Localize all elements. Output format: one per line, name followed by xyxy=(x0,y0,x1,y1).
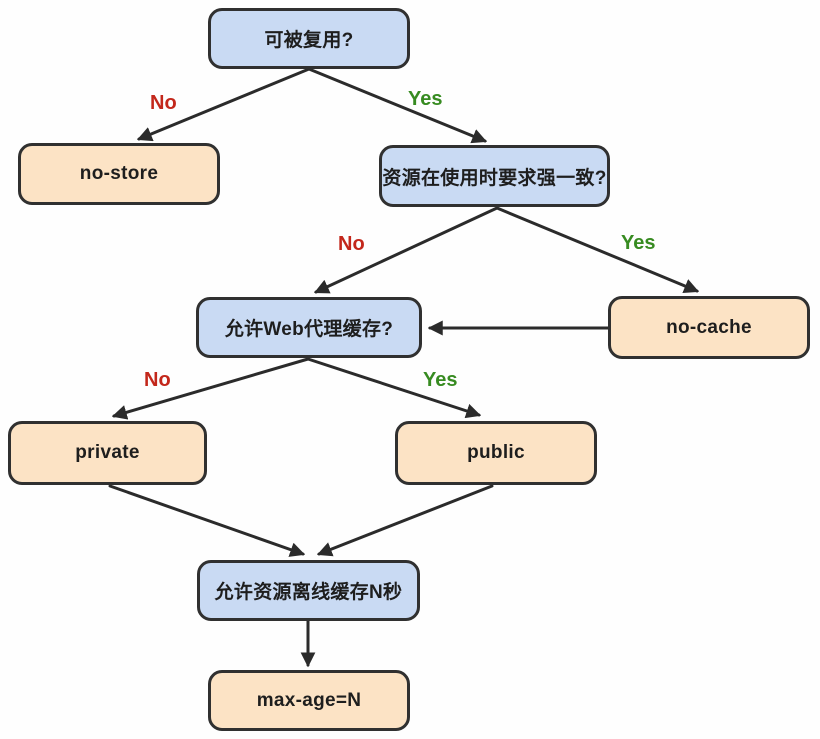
node-web-proxy-cache: 允许Web代理缓存? xyxy=(196,297,422,358)
edge-public-offline xyxy=(316,484,494,557)
node-no-store: no-store xyxy=(18,143,220,205)
node-public: public xyxy=(395,421,597,485)
edge-reusable-no-store xyxy=(136,67,311,142)
node-max-age: max-age=N xyxy=(208,670,410,731)
edge-label-no-strong: No xyxy=(338,233,365,255)
node-private-label: private xyxy=(75,442,140,463)
edge-label-yes-reusable: Yes xyxy=(408,88,443,110)
edge-label-yes-proxy: Yes xyxy=(423,369,458,391)
node-strong-consistency: 资源在使用时要求强一致? xyxy=(379,145,610,207)
node-private: private xyxy=(8,421,207,485)
edge-strong-no-cache xyxy=(495,206,700,294)
node-strong-consistency-label: 资源在使用时要求强一致? xyxy=(382,167,607,189)
edge-strong-proxy xyxy=(313,206,499,294)
edge-label-no-reusable: No xyxy=(150,92,177,114)
edge-proxy-private xyxy=(111,357,310,420)
node-no-store-label: no-store xyxy=(79,163,159,184)
edge-label-yes-strong: Yes xyxy=(621,232,656,254)
node-offline-cache-label: 允许资源离线缓存N秒 xyxy=(214,582,403,603)
node-web-proxy-cache-label: 允许Web代理缓存? xyxy=(224,319,394,340)
node-public-label: public xyxy=(467,442,525,463)
edge-label-no-proxy: No xyxy=(144,369,171,391)
edge-reusable-strong xyxy=(307,67,488,144)
node-reusable-label: 可被复用? xyxy=(264,30,354,51)
node-max-age-label: max-age=N xyxy=(256,689,362,711)
edge-proxy-public xyxy=(306,357,482,419)
node-offline-cache: 允许资源离线缓存N秒 xyxy=(197,560,420,621)
edge-private-offline xyxy=(108,484,306,557)
node-reusable: 可被复用? xyxy=(208,8,410,69)
node-no-cache-label: no-cache xyxy=(666,316,752,338)
node-no-cache: no-cache xyxy=(608,296,810,359)
